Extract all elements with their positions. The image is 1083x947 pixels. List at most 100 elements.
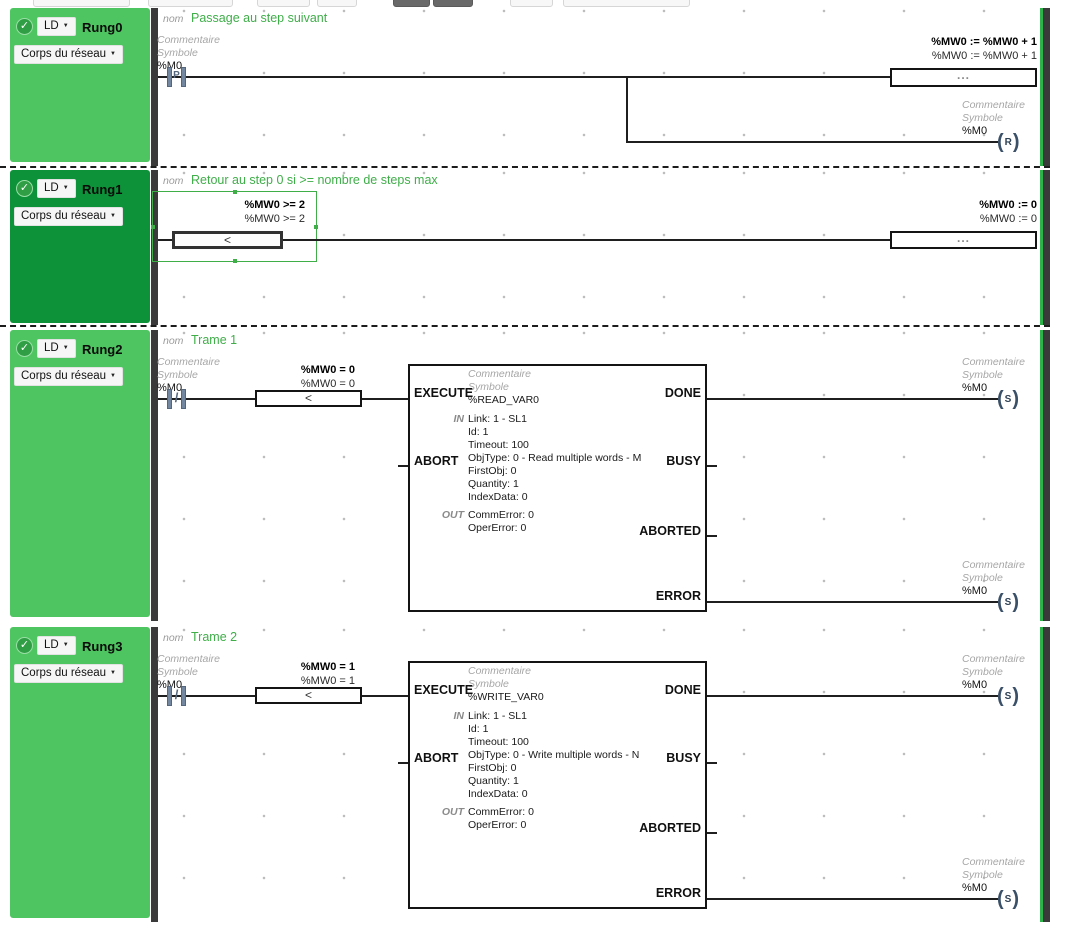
toolbar-button[interactable] bbox=[257, 0, 310, 7]
pin-busy: BUSY bbox=[666, 454, 701, 468]
out-section-label: OUT bbox=[441, 509, 464, 521]
right-rail bbox=[1043, 170, 1050, 325]
comparison-label-bold: %MW0 >= 2 bbox=[244, 199, 305, 211]
contact-negated[interactable]: / bbox=[167, 389, 186, 409]
set-coil[interactable]: (S) bbox=[997, 888, 1019, 910]
language-dropdown[interactable]: LD▼ bbox=[37, 339, 76, 358]
network-body-dropdown[interactable]: Corps du réseau▼ bbox=[14, 45, 123, 64]
in-param: ObjType: 0 - Write multiple words - N bbox=[468, 749, 640, 761]
wire bbox=[362, 695, 408, 697]
contact-rising-edge[interactable]: P bbox=[167, 67, 186, 87]
toolbar-button[interactable] bbox=[563, 0, 690, 7]
in-param: IndexData: 0 bbox=[468, 491, 528, 503]
selection-handle[interactable] bbox=[151, 225, 155, 229]
pin-error: ERROR bbox=[655, 886, 701, 900]
selection-handle[interactable] bbox=[314, 225, 318, 229]
rung-title[interactable]: Retour au step 0 si >= nombre de steps m… bbox=[191, 173, 438, 187]
language-dropdown[interactable]: LD▼ bbox=[37, 17, 76, 36]
toolbar-button[interactable] bbox=[393, 0, 430, 7]
block-symbol: %WRITE_VAR0 bbox=[468, 691, 544, 703]
out-param: CommError: 0 bbox=[468, 509, 534, 521]
rung-sidebar: ✓ LD▼ Rung2 Corps du réseau▼ bbox=[10, 330, 150, 617]
operand-label: %M0 bbox=[157, 60, 183, 72]
network-body-dropdown[interactable]: Corps du réseau▼ bbox=[14, 367, 123, 386]
coil-letter: S bbox=[1004, 893, 1012, 905]
rung-title[interactable]: Passage au step suivant bbox=[191, 11, 328, 25]
toolbar-button[interactable] bbox=[33, 0, 130, 7]
left-rail bbox=[151, 330, 158, 621]
rung-enabled-check-icon[interactable]: ✓ bbox=[16, 637, 33, 654]
pin-done: DONE bbox=[664, 683, 701, 697]
rung-row-2: ✓ LD▼ Rung2 Corps du réseau▼ nom Trame 1… bbox=[0, 330, 1050, 621]
pin-abort: ABORT bbox=[414, 454, 459, 468]
comparison-block[interactable]: < bbox=[255, 390, 362, 407]
nom-label: nom bbox=[163, 13, 184, 25]
function-block[interactable]: Commentaire Symbole %WRITE_VAR0 EXECUTE … bbox=[408, 661, 707, 909]
toolbar-button[interactable] bbox=[510, 0, 553, 7]
network-body-dropdown[interactable]: Corps du réseau▼ bbox=[14, 664, 123, 683]
selection-handle[interactable] bbox=[233, 259, 237, 263]
chevron-down-icon: ▼ bbox=[62, 185, 69, 191]
pin-execute: EXECUTE bbox=[414, 386, 474, 400]
symbol-label: Symbole bbox=[962, 112, 1003, 124]
reset-coil[interactable]: (R) bbox=[997, 131, 1020, 153]
comparison-block[interactable]: < bbox=[255, 687, 362, 704]
rung-enabled-check-icon[interactable]: ✓ bbox=[16, 180, 33, 197]
set-coil[interactable]: (S) bbox=[997, 685, 1019, 707]
operand-label: %M0 bbox=[962, 882, 988, 894]
set-coil[interactable]: (S) bbox=[997, 591, 1019, 613]
comment-label: Commentaire bbox=[962, 99, 1026, 111]
operation-label: %MW0 := %MW0 + 1 bbox=[931, 50, 1037, 62]
selection-handle[interactable] bbox=[233, 190, 237, 194]
coil-letter: S bbox=[1004, 393, 1012, 405]
rung-enabled-check-icon[interactable]: ✓ bbox=[16, 18, 33, 35]
pin-aborted: ABORTED bbox=[639, 821, 701, 835]
symbol-label: Symbole bbox=[962, 869, 1003, 881]
comment-label: Commentaire bbox=[468, 368, 532, 380]
language-label: LD bbox=[44, 342, 59, 354]
toolbar-button[interactable] bbox=[148, 0, 233, 7]
language-dropdown[interactable]: LD▼ bbox=[37, 636, 76, 655]
comment-label: Commentaire bbox=[962, 653, 1026, 665]
rung-name: Rung1 bbox=[82, 182, 123, 197]
comment-label: Commentaire bbox=[157, 653, 221, 665]
operation-block[interactable]: ... bbox=[890, 231, 1037, 249]
chevron-down-icon: ▼ bbox=[62, 642, 69, 648]
comparison-block[interactable]: < bbox=[172, 231, 283, 249]
rung-enabled-check-icon[interactable]: ✓ bbox=[16, 340, 33, 357]
symbol-label: Symbole bbox=[468, 381, 509, 393]
network-body-dropdown[interactable]: Corps du réseau▼ bbox=[14, 207, 123, 226]
left-rail bbox=[151, 8, 158, 166]
operation-label-bold: %MW0 := 0 bbox=[979, 199, 1037, 211]
operation-label-bold: %MW0 := %MW0 + 1 bbox=[931, 36, 1037, 48]
operation-body: ... bbox=[956, 231, 970, 245]
network-body-label: Corps du réseau bbox=[21, 48, 107, 60]
language-dropdown[interactable]: LD▼ bbox=[37, 179, 76, 198]
rung-separator bbox=[0, 325, 1050, 327]
comment-label: Commentaire bbox=[962, 856, 1026, 868]
in-param: Link: 1 - SL1 bbox=[468, 413, 527, 425]
pin-aborted: ABORTED bbox=[639, 524, 701, 538]
pin-execute: EXECUTE bbox=[414, 683, 474, 697]
coil-letter: S bbox=[1004, 690, 1012, 702]
set-coil[interactable]: (S) bbox=[997, 388, 1019, 410]
comparison-label-bold: %MW0 = 1 bbox=[300, 661, 355, 673]
pin-stub bbox=[707, 762, 717, 764]
chevron-down-icon: ▼ bbox=[110, 670, 116, 676]
toolbar-button[interactable] bbox=[433, 0, 473, 7]
toolbar-button[interactable] bbox=[317, 0, 357, 7]
coil-paren: ) bbox=[1012, 131, 1020, 153]
function-block[interactable]: Commentaire Symbole %READ_VAR0 EXECUTE A… bbox=[408, 364, 707, 612]
comment-label: Commentaire bbox=[157, 356, 221, 368]
right-rail-accent bbox=[1040, 330, 1043, 621]
rung-title[interactable]: Trame 2 bbox=[191, 630, 238, 644]
contact-negated[interactable]: / bbox=[167, 686, 186, 706]
operation-block[interactable]: ... bbox=[890, 68, 1037, 87]
operand-label: %M0 bbox=[962, 382, 988, 394]
rung-title[interactable]: Trame 1 bbox=[191, 333, 238, 347]
comment-label: Commentaire bbox=[468, 665, 532, 677]
wire bbox=[158, 239, 172, 241]
in-param: FirstObj: 0 bbox=[468, 465, 517, 477]
in-param: Id: 1 bbox=[468, 426, 489, 438]
symbol-label: Symbole bbox=[962, 369, 1003, 381]
